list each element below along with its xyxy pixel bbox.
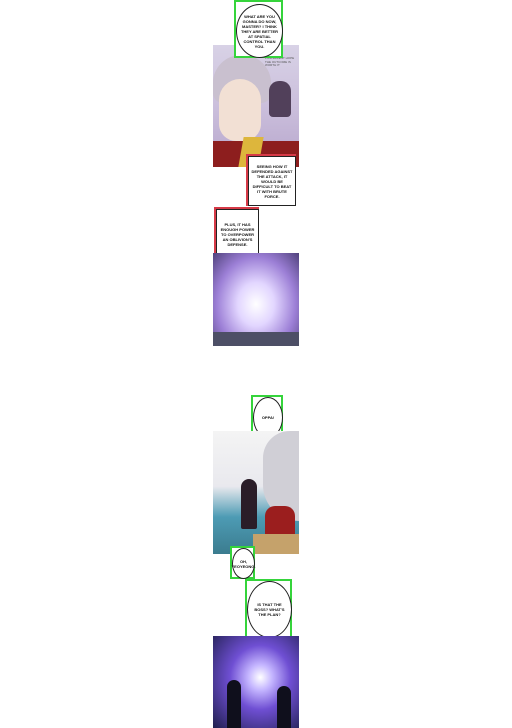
chair: [253, 534, 299, 554]
arena-floor: [213, 332, 299, 346]
speech-bubble-5: OH, YEOYEONG.: [231, 548, 256, 579]
speech-bubble-2: SEEING HOW IT DEFENDED AGAINST THE ATTAC…: [248, 156, 296, 206]
character-face: [219, 79, 261, 141]
silhouette-left: [227, 680, 241, 728]
speech-text-3: PLUS, IT HAS ENOUGH POWER TO OVERPOWER A…: [220, 222, 255, 247]
speech-text-5: OH, YEOYEONG.: [231, 558, 256, 569]
speech-text-2: SEEING HOW IT DEFENDED AGAINST THE ATTAC…: [251, 163, 293, 199]
distant-figure: [241, 479, 257, 529]
speech-text-4: OPPA!: [261, 415, 275, 420]
speech-bubble-6: IS THAT THE BOSS? WHAT'S THE PLAN?: [247, 581, 292, 638]
comic-panel-3: [213, 431, 299, 554]
speech-text-1: WHAT ARE YOU GONNA DO NOW, MASTER? I THI…: [240, 13, 279, 49]
comic-panel-1: PUNISHMENT HOPE THE OUTCOME IS WORTH IT: [213, 45, 299, 167]
silhouette-right: [277, 686, 291, 728]
comic-panel-2: [213, 253, 299, 346]
panel-small-text: PUNISHMENT HOPE THE OUTCOME IS WORTH IT: [265, 56, 295, 68]
speech-bubble-1: WHAT ARE YOU GONNA DO NOW, MASTER? I THI…: [236, 4, 283, 58]
chibi-character: [269, 81, 291, 117]
comic-panel-4: [213, 636, 299, 728]
speech-text-6: IS THAT THE BOSS? WHAT'S THE PLAN?: [254, 602, 285, 617]
